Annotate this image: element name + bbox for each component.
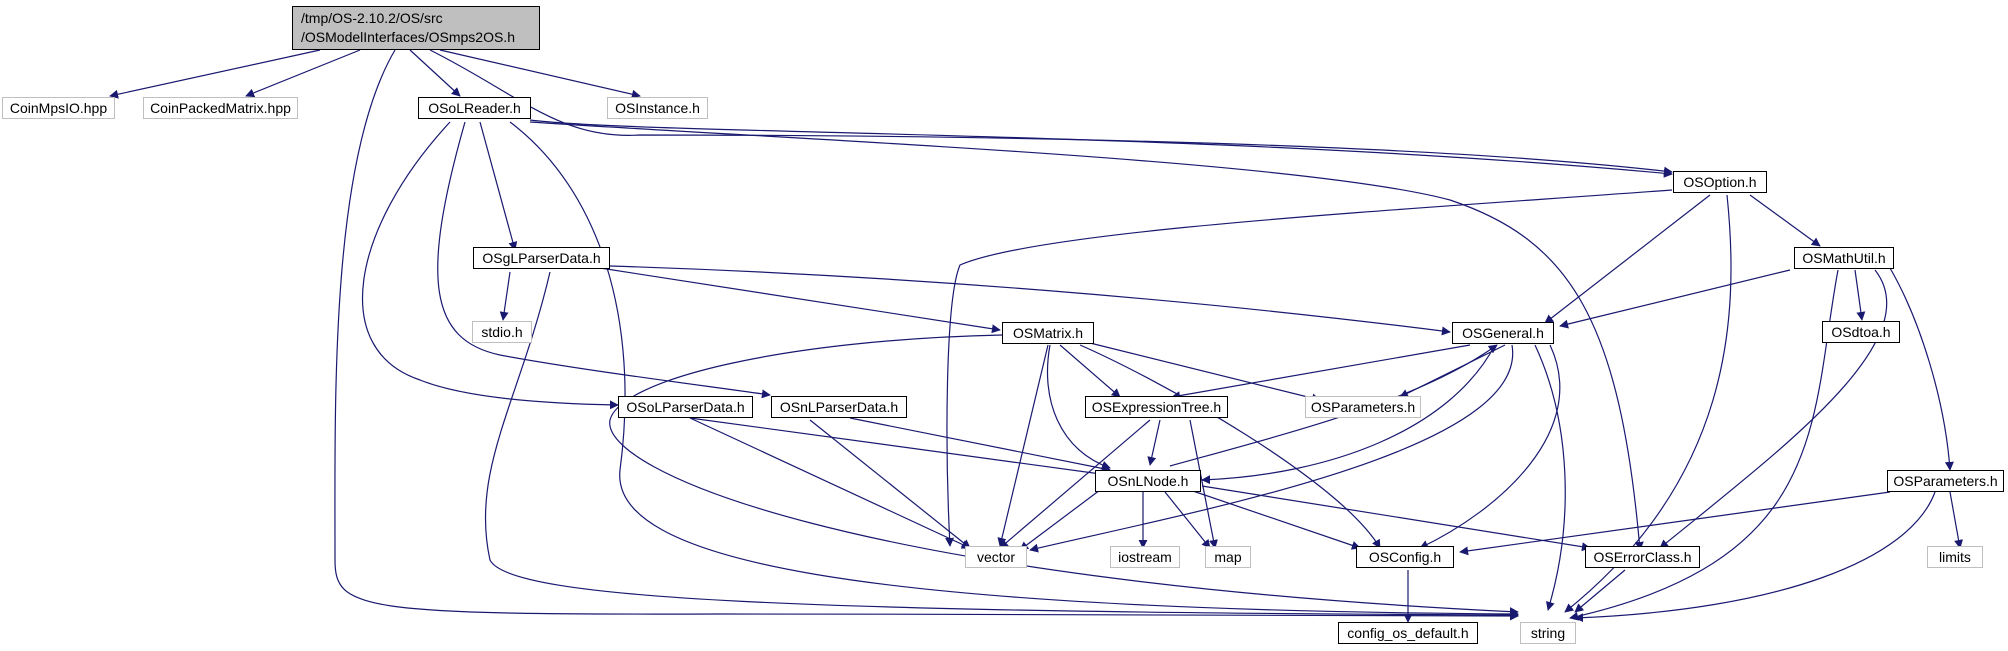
node-osparameters-external[interactable]: OSParameters.h (1305, 396, 1421, 418)
edge-osolreader-osolparserdata (361, 121, 619, 410)
node-osolparserdata[interactable]: OSoLParserData.h (618, 396, 753, 418)
node-osmps2os-root[interactable]: /tmp/OS-2.10.2/OS/src /OSModelInterfaces… (292, 6, 540, 50)
node-osnlnode[interactable]: OSnLNode.h (1095, 470, 1201, 492)
edge-osexpressiontree-map (1189, 419, 1218, 549)
edge-osgeneral-osconfig (1419, 344, 1561, 549)
edge-root-coinmpsio (109, 49, 321, 99)
edge-osmatrix-osexpressiontree (1059, 344, 1121, 398)
edge-osolreader-osnlparserdata (437, 121, 771, 399)
edge-osexpressiontree-vector (999, 419, 1151, 549)
edge-osnlnode-osconfig (1189, 489, 1361, 550)
edge-root-coinpackedmatrix (245, 49, 361, 98)
edge-osolreader-osglparserdata (479, 121, 518, 251)
node-osglparserdata[interactable]: OSgLParserData.h (473, 247, 610, 269)
edge-osgeneral-vector (1029, 344, 1514, 553)
edge-osmathutil-osgeneral (1559, 269, 1791, 329)
node-osgeneral[interactable]: OSGeneral.h (1452, 322, 1554, 344)
edge-root-osinstance (439, 49, 641, 99)
edge-osglparserdata-osmatrix (599, 267, 1001, 334)
edge-osoption-vector (945, 189, 1673, 547)
edge-osmathutil-oserrorclass (1659, 269, 1888, 549)
node-osmatrix[interactable]: OSMatrix.h (1002, 322, 1094, 344)
edge-osgeneral-osexpressiontree (1171, 344, 1471, 401)
node-osoption[interactable]: OSOption.h (1673, 171, 1767, 193)
node-osinstance[interactable]: OSInstance.h (607, 97, 708, 119)
edge-osmatrix-string (609, 334, 1519, 617)
node-oserrorclass[interactable]: OSErrorClass.h (1585, 546, 1700, 568)
edge-osglparserdata-stdio (499, 271, 511, 321)
edge-osmatrix-vector (997, 344, 1049, 547)
edge-osoption-osmathutil (1749, 194, 1821, 247)
edge-osmatrix-osnlnode (1046, 344, 1111, 470)
node-map[interactable]: map (1205, 546, 1251, 568)
edge-osoption-osgeneral (1544, 194, 1711, 324)
edge-osglparserdata-string (484, 271, 1519, 620)
edge-osnlparserdata-vector (809, 419, 971, 549)
edge-root-osoption (429, 49, 1673, 176)
edge-osmatrix-osconfig (1079, 344, 1381, 549)
edge-osolreader-string (509, 121, 1519, 619)
edge-osolparserdata-osnlnode (689, 417, 1109, 479)
node-coinpackedmatrix[interactable]: CoinPackedMatrix.hpp (143, 97, 298, 119)
node-osnlparserdata[interactable]: OSnLParserData.h (771, 396, 907, 418)
root-path-line1: /tmp/OS-2.10.2/OS/src (301, 10, 443, 26)
root-path-line2: /OSModelInterfaces/OSmps2OS.h (301, 29, 515, 45)
edge-osnlparserdata-osnlnode (849, 417, 1111, 473)
edge-osolreader-osoption (529, 119, 1673, 178)
edge-osolparserdata-vector (689, 417, 971, 549)
edge-osparameters-string (1574, 491, 1936, 623)
node-iostream[interactable]: iostream (1110, 546, 1180, 568)
edge-osgeneral-string (1534, 344, 1566, 611)
node-string[interactable]: string (1520, 622, 1576, 644)
edge-root-string (334, 49, 1519, 621)
node-osdtoa[interactable]: OSdtoa.h (1822, 321, 1900, 343)
edge-osolreader-oserrorclass (529, 121, 1644, 551)
edge-osglparserdata-osgeneral (609, 265, 1451, 336)
node-vector[interactable]: vector (965, 546, 1027, 568)
node-limits[interactable]: limits (1927, 546, 1983, 568)
edge-oserrorclass-string (1574, 569, 1626, 613)
edge-osparameters-osconfig (1459, 491, 1891, 556)
edge-osgeneral-osnlnode (1201, 344, 1496, 485)
node-osexpressiontree[interactable]: OSExpressionTree.h (1085, 396, 1228, 418)
node-osparameters[interactable]: OSParameters.h (1887, 470, 2004, 492)
edge-osexpressiontree-osnlnode (1147, 419, 1161, 466)
edge-root-osolreader (409, 49, 461, 97)
edge-osnlnode-map (1164, 491, 1211, 549)
edge-osnlnode-oserrorclass (1201, 485, 1591, 552)
node-stdio[interactable]: stdio.h (472, 321, 532, 343)
node-config-os-default[interactable]: config_os_default.h (1338, 622, 1478, 644)
edge-osparameters-limits (1949, 491, 1964, 549)
edge-osnlnode-vector (1019, 489, 1101, 551)
edge-osmathutil-osdtoa (1854, 269, 1866, 321)
node-osmathutil[interactable]: OSMathUtil.h (1794, 247, 1894, 269)
node-osconfig[interactable]: OSConfig.h (1356, 546, 1454, 568)
edge-osmathutil-osparameters (1889, 267, 1954, 471)
edge-osmatrix-osparameters-ext (1089, 342, 1321, 403)
node-osolreader[interactable]: OSoLReader.h (418, 97, 531, 119)
node-coinmpsio[interactable]: CoinMpsIO.hpp (2, 97, 115, 119)
